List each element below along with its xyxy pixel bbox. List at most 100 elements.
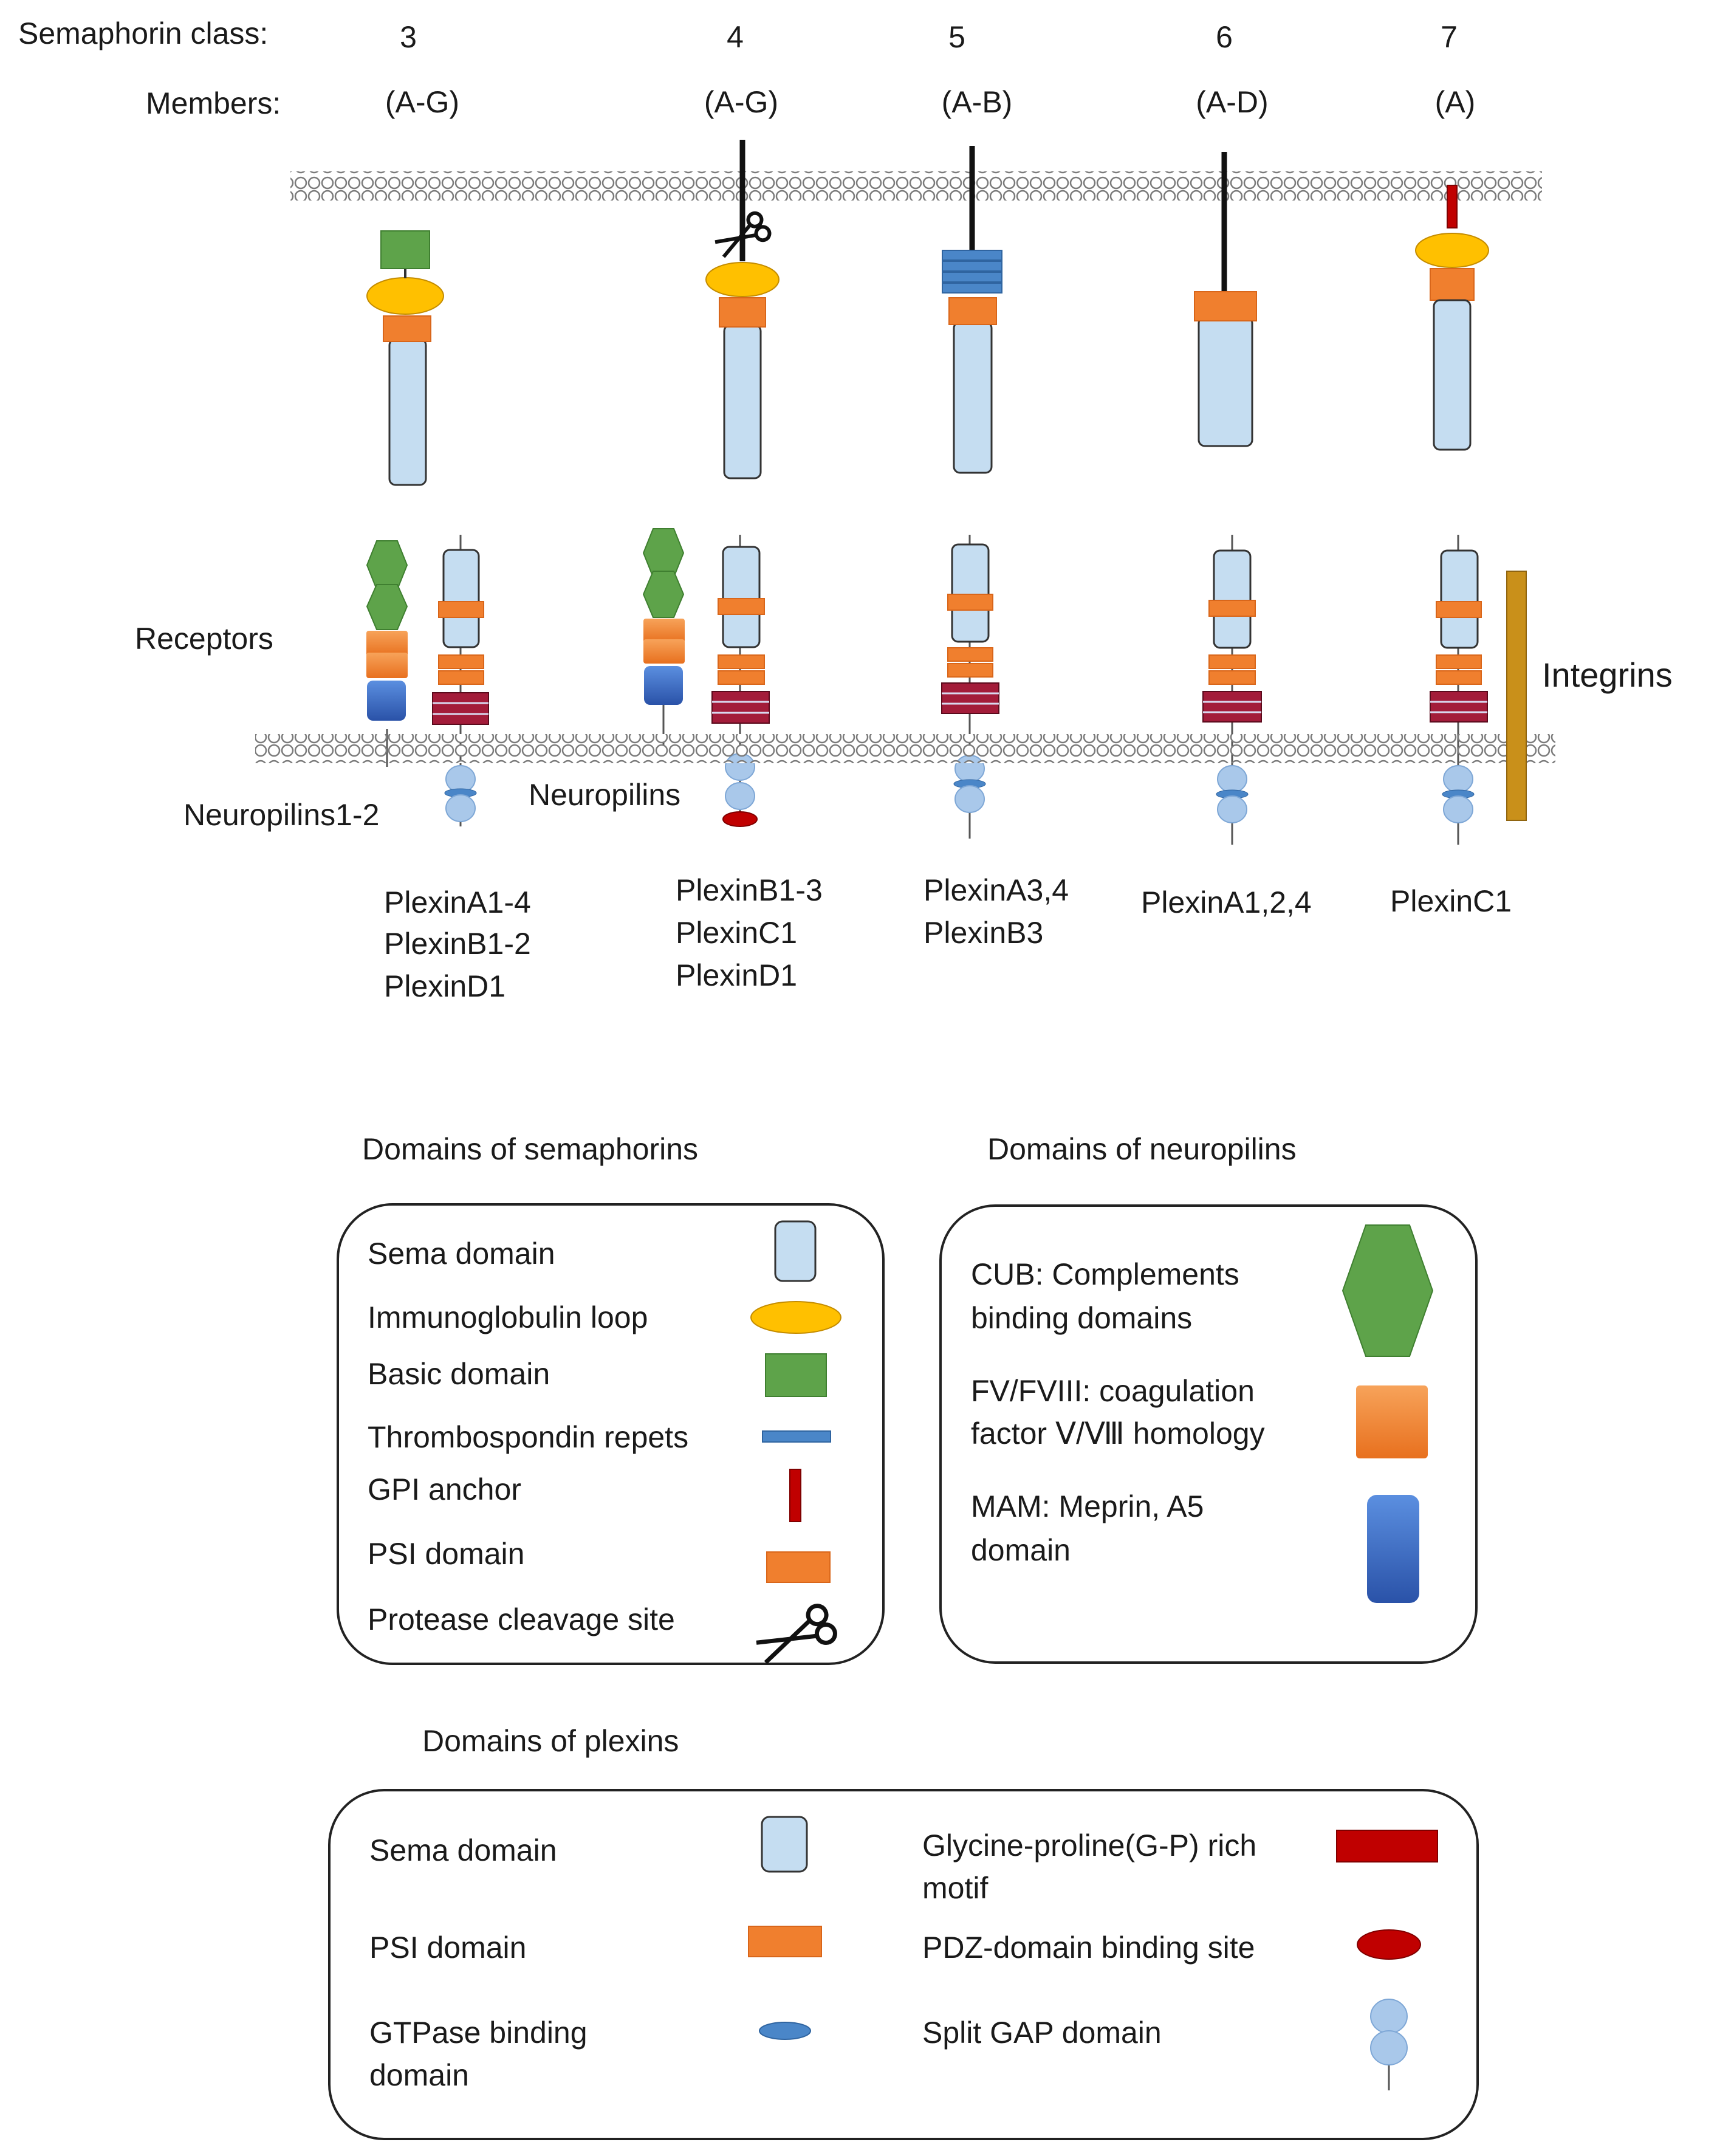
class-5-header: 5 (A-B) [942,20,1013,119]
legend-item-label: Split GAP domain [922,2016,1162,2050]
sema-domain-icon [1198,316,1253,447]
plexin-name: PlexinB1-2 [384,927,531,961]
sema-domain-icon [1213,549,1252,649]
mam-domain-icon [644,666,683,705]
members-label: Members: [146,86,281,120]
semaphorin-class-label: Semaphorin class: [18,16,268,50]
semaphorin-class-7 [1415,185,1489,451]
class-members: (A-B) [942,85,1013,119]
basic-domain-icon [380,230,430,269]
pdz-binding-icon [722,811,758,827]
class-4-header: 4 (A-G) [704,20,778,119]
plexin-receptor-5 [1430,535,1488,845]
immunoglobulin-loop-icon [750,1301,841,1334]
psi-domain-icon [947,647,993,662]
psi-domain-icon [948,297,997,325]
plexin-name: PlexinB3 [924,916,1043,950]
plexin-name: PlexinA1,2,4 [1141,885,1312,919]
legend-neuropilins-box [939,1204,1478,1664]
immunoglobulin-loop-icon [366,277,444,315]
psi-domain-icon [718,598,765,615]
split-gap-icon [954,785,985,813]
class-6-header: 6 (A-D) [1196,20,1268,119]
cub-hexagon-icon [642,571,685,618]
thrombospondin-icon [762,1430,831,1443]
sema-domain-icon [442,549,480,648]
psi-domain-icon [766,1551,831,1583]
psi-domain-icon [719,297,766,328]
basic-domain-icon [765,1353,827,1397]
sema-domain-icon [774,1220,817,1282]
legend-plexins-title: Domains of plexins [422,1724,679,1758]
class-members: (A-G) [704,85,778,119]
gtpase-binding-icon [759,2022,811,2040]
plexin-name: PlexinA3,4 [924,873,1069,907]
legend-item-label: Immunoglobulin loop [368,1300,648,1334]
legend-item-label: Sema domain [369,1833,557,1867]
split-gap-icon [1217,765,1247,793]
gp-rich-motif-icon [941,682,999,714]
gp-rich-motif-icon [432,692,489,725]
gp-rich-motif-icon [1202,691,1262,723]
fv-fviii-square-icon [643,639,685,664]
plexin-name: PlexinD1 [676,958,797,992]
psi-domain-icon [438,670,484,685]
legend-item-label: motif [922,1871,988,1905]
psi-domain-icon [718,654,765,669]
psi-domain-icon [1436,654,1482,669]
bottom-membrane [255,734,1555,763]
split-gap-icon [725,782,755,810]
legend-item-label: GPI anchor [368,1472,521,1506]
psi-domain-icon [1208,654,1256,669]
integrin-bar [1506,571,1527,821]
immunoglobulin-loop-icon [1415,233,1489,268]
legend-item-label: Basic domain [368,1357,550,1391]
sema-domain-icon [761,1816,808,1873]
psi-domain-icon [383,315,431,342]
gp-rich-motif-icon [1430,691,1488,723]
semaphorin-class-6 [1194,152,1257,447]
psi-domain-icon [1436,670,1482,685]
mam-domain-icon [367,681,406,721]
gp-rich-motif-icon [711,691,770,724]
sema-domain-icon [953,321,993,474]
plexin-group-1: PlexinA1-4 PlexinB1-2 PlexinD1 [384,885,531,1003]
psi-domain-icon [438,601,484,618]
cub-hexagon-icon [366,540,408,590]
legend-neuropilins-title: Domains of neuropilins [987,1132,1297,1166]
cub-hexagon-icon [366,584,408,630]
top-membrane [290,171,1542,201]
legend-item-label: MAM: Meprin, A5 [971,1489,1204,1523]
thrombospondin-icon [942,250,1002,294]
psi-domain-icon [1430,268,1475,301]
plexin-name: PlexinD1 [384,969,505,1003]
gpi-anchor-icon [789,1469,801,1522]
psi-domain-icon [1208,670,1256,685]
gpi-anchor-icon [1447,185,1458,228]
split-gap-icon [1217,795,1247,823]
psi-domain-icon [947,663,993,678]
sema-domain-icon [951,543,990,643]
split-gap-icon [1443,795,1473,823]
integrins-label: Integrins [1542,656,1673,694]
mam-domain-icon [1367,1495,1419,1603]
class-7-header: 7 (A) [1435,20,1476,119]
class-number: 4 [727,20,744,54]
psi-domain-icon [1436,601,1482,618]
psi-domain-icon [438,654,484,669]
legend-item-label: domain [369,2058,469,2092]
class-3-header: 3 (A-G) [385,20,459,119]
fv-fviii-square-icon [366,631,408,656]
legend-item-label: Thrombospondin repets [368,1420,688,1454]
legend-item-label: factor Ⅴ/Ⅷ homology [971,1416,1265,1450]
legend-item-label: binding domains [971,1301,1192,1335]
gp-rich-motif-icon [1336,1830,1438,1862]
legend-item-label: PSI domain [368,1537,524,1571]
fv-fviii-square-icon [643,619,685,643]
legend-item-label: domain [971,1533,1071,1567]
class-members: (A) [1435,85,1476,119]
sema-domain-icon [1440,549,1479,649]
immunoglobulin-loop-icon [705,262,780,297]
legend-plexins-box [328,1789,1479,2140]
